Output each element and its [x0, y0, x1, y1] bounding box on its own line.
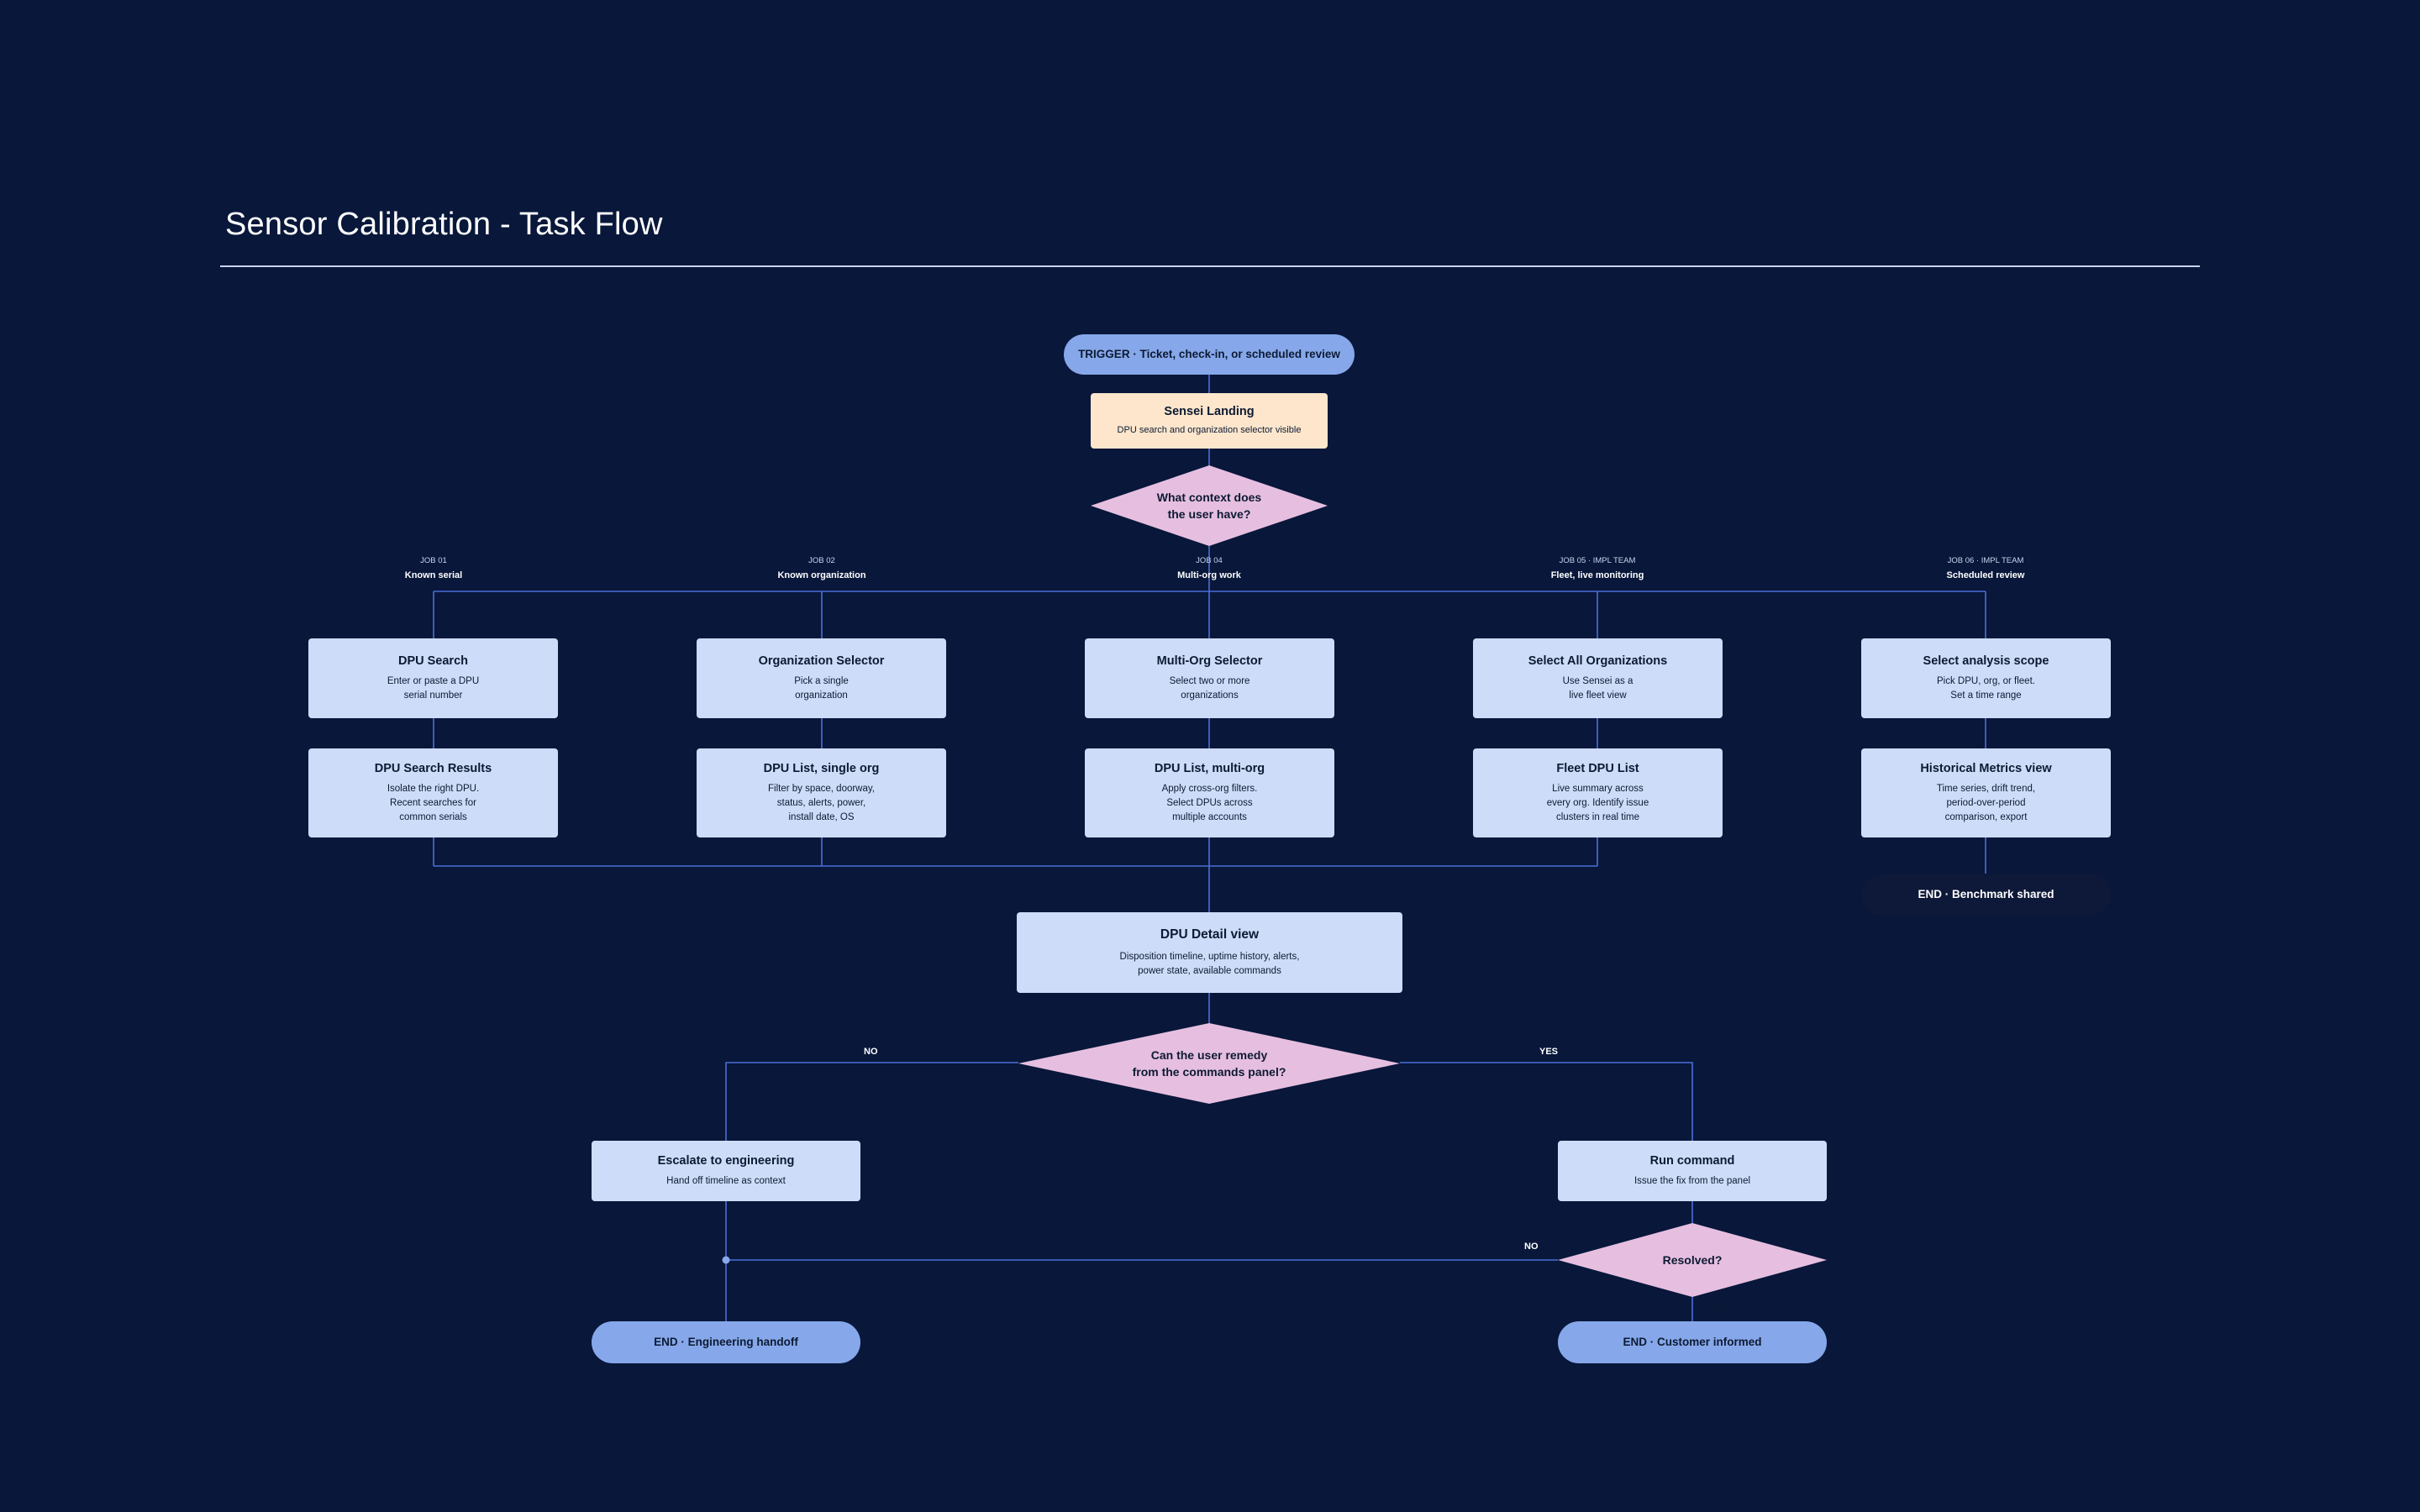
end-label: END · Benchmark shared	[1918, 888, 2054, 900]
landing-desc: DPU search and organization selector vis…	[1117, 425, 1302, 435]
trigger-start: TRIGGER · Ticket, check-in, or scheduled…	[1064, 334, 1355, 375]
step-dpu-list-single-org: DPU List, single org Filter by space, do…	[697, 748, 946, 837]
step-title: Historical Metrics view	[1920, 762, 2052, 775]
step-title: Run command	[1649, 1154, 1735, 1168]
step-title: DPU Search	[397, 654, 468, 668]
edge-label-no: NO	[864, 1047, 878, 1057]
step-desc: Hand off timeline as context	[666, 1176, 786, 1186]
step-desc: Use Sensei as a live fleet view	[1562, 676, 1634, 701]
column-name-2: Known organization	[777, 570, 866, 580]
landing-title: Sensei Landing	[1164, 405, 1255, 418]
decision-remedy-label: Can the user remedy from the commands pa…	[1132, 1048, 1286, 1079]
connector-yes-run	[1400, 1062, 1693, 1141]
column-header-2: JOB 02 Known organization	[721, 556, 923, 580]
step-escalate-to-engineering: Escalate to engineering Hand off timelin…	[592, 1141, 860, 1201]
step-desc: Pick a single organization	[794, 676, 849, 701]
page-title: Sensor Calibration - Task Flow	[225, 207, 663, 242]
step-desc: Time series, drift trend, period-over-pe…	[1936, 784, 2036, 822]
end-engineering-handoff: END · Engineering handoff	[592, 1321, 860, 1363]
detail-desc: Disposition timeline, uptime history, al…	[1119, 951, 1300, 976]
step-title: DPU List, single org	[763, 762, 880, 775]
step-desc: Isolate the right DPU. Recent searches f…	[387, 784, 480, 822]
step-historical-metrics-view: Historical Metrics view Time series, dri…	[1861, 748, 2111, 837]
title-divider	[220, 265, 2200, 267]
landing-node: Sensei Landing DPU search and organizati…	[1091, 393, 1328, 449]
column-header-1: JOB 01 Known serial	[333, 556, 534, 580]
end-label: END · Engineering handoff	[654, 1336, 798, 1348]
step-title: DPU Search Results	[374, 762, 492, 775]
decision-context-label: What context does the user have?	[1156, 491, 1262, 521]
junction-dot	[722, 1256, 730, 1264]
trigger-label: TRIGGER · Ticket, check-in, or scheduled…	[1078, 348, 1340, 360]
end-label: END · Customer informed	[1623, 1336, 1762, 1348]
column-name-4: Fleet, live monitoring	[1550, 570, 1644, 580]
step-desc: Select two or more organizations	[1169, 676, 1250, 701]
column-job-3: JOB 04	[1196, 556, 1223, 565]
column-header-3: JOB 04 Multi-org work	[1108, 556, 1310, 580]
column-job-5: JOB 06 · IMPL TEAM	[1947, 556, 2024, 565]
step-title: DPU List, multi-org	[1154, 762, 1265, 775]
step-organization-selector: Organization Selector Pick a single orga…	[697, 638, 946, 718]
decision-resolved: Resolved?	[1558, 1223, 1827, 1297]
step-title: Organization Selector	[758, 654, 885, 668]
step-multi-org-selector: Multi-Org Selector Select two or more or…	[1085, 638, 1334, 718]
end-benchmark-shared: END · Benchmark shared	[1861, 874, 2111, 916]
step-desc: Pick DPU, org, or fleet. Set a time rang…	[1937, 676, 2035, 701]
step-dpu-list-multi-org: DPU List, multi-org Apply cross-org filt…	[1085, 748, 1334, 837]
step-desc: Enter or paste a DPU serial number	[387, 676, 480, 701]
step-fleet-dpu-list: Fleet DPU List Live summary across every…	[1473, 748, 1723, 837]
step-title: Select analysis scope	[1923, 654, 2049, 668]
step-title: Select All Organizations	[1528, 654, 1668, 668]
end-customer-informed: END · Customer informed	[1558, 1321, 1827, 1363]
step-dpu-search: DPU Search Enter or paste a DPU serial n…	[308, 638, 558, 718]
column-name-1: Known serial	[404, 570, 463, 580]
edge-label-no-2: NO	[1524, 1242, 1539, 1252]
detail-title: DPU Detail view	[1160, 927, 1260, 942]
edge-label-yes: YES	[1539, 1047, 1559, 1057]
column-job-2: JOB 02	[808, 556, 835, 565]
dpu-detail-view: DPU Detail view Disposition timeline, up…	[1017, 912, 1402, 993]
step-select-all-organizations: Select All Organizations Use Sensei as a…	[1473, 638, 1723, 718]
decision-resolved-label: Resolved?	[1662, 1253, 1723, 1267]
step-select-analysis-scope: Select analysis scope Pick DPU, org, or …	[1861, 638, 2111, 718]
step-title: Escalate to engineering	[657, 1154, 795, 1168]
step-desc: Live summary across every org. Identify …	[1546, 784, 1649, 822]
column-header-4: JOB 05 · IMPL TEAM Fleet, live monitorin…	[1497, 556, 1698, 580]
decision-remedy: Can the user remedy from the commands pa…	[1018, 1023, 1400, 1104]
column-name-5: Scheduled review	[1946, 570, 2025, 580]
edge-label-yes-2: YES	[1709, 1304, 1728, 1314]
column-name-3: Multi-org work	[1177, 570, 1241, 580]
column-job-1: JOB 01	[420, 556, 447, 565]
column-job-4: JOB 05 · IMPL TEAM	[1559, 556, 1636, 565]
decision-context: What context does the user have?	[1091, 465, 1328, 546]
step-desc: Filter by space, doorway, status, alerts…	[768, 784, 875, 822]
connector-no-escalate	[725, 1062, 1018, 1141]
step-desc: Apply cross-org filters. Select DPUs acr…	[1161, 784, 1258, 822]
step-title: Fleet DPU List	[1556, 762, 1639, 775]
step-run-command: Run command Issue the fix from the panel	[1558, 1141, 1827, 1201]
step-desc: Issue the fix from the panel	[1634, 1176, 1751, 1186]
column-header-5: JOB 06 · IMPL TEAM Scheduled review	[1885, 556, 2086, 580]
step-title: Multi-Org Selector	[1156, 654, 1263, 668]
step-dpu-search-results: DPU Search Results Isolate the right DPU…	[308, 748, 558, 837]
